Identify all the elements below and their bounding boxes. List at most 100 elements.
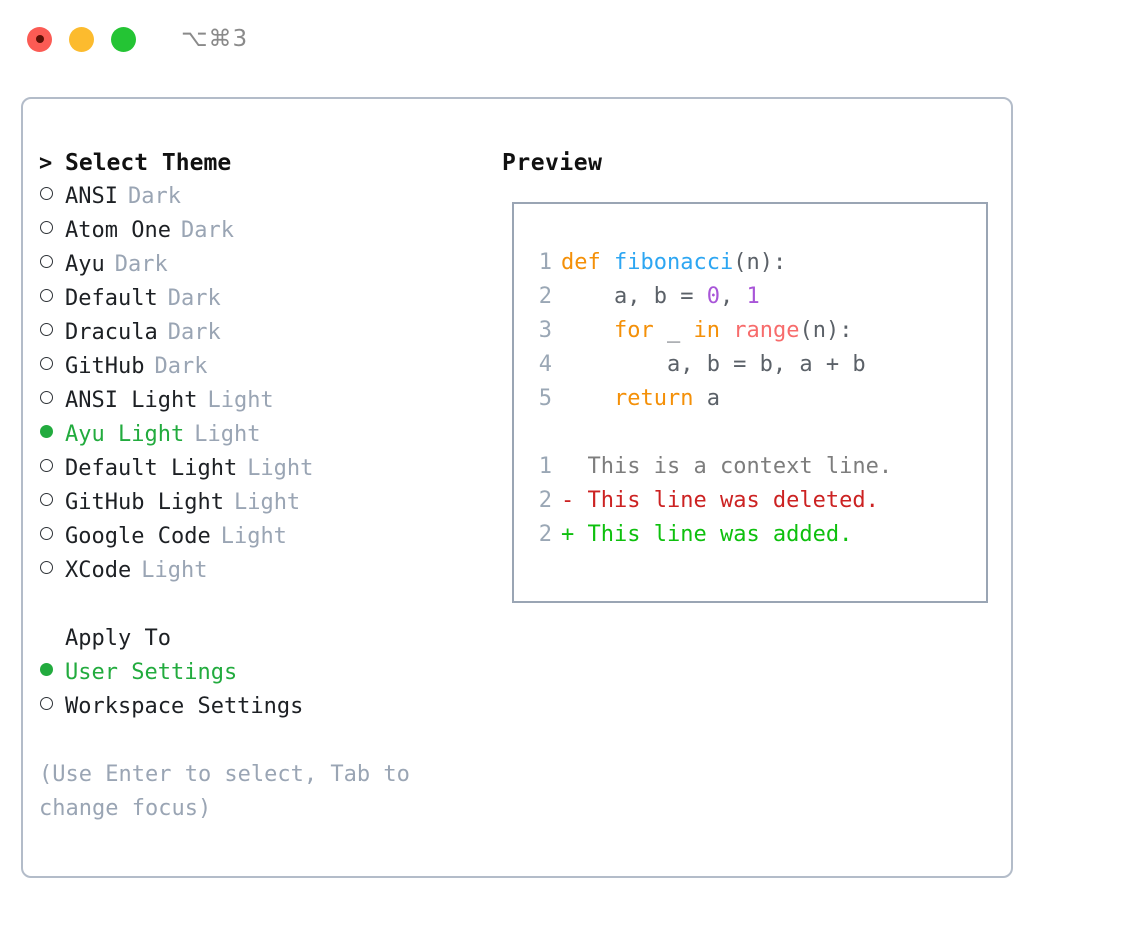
radio-unselected-icon — [40, 697, 53, 710]
line-number: 1 — [538, 250, 552, 275]
theme-list-item[interactable]: Atom One Dark — [39, 214, 499, 248]
code-token: in — [693, 318, 720, 343]
code-token: fibonacci — [613, 250, 734, 275]
radio-marker — [39, 282, 65, 316]
apply-to-option[interactable]: Workspace Settings — [39, 690, 499, 724]
theme-list-item[interactable]: GitHub Dark — [39, 350, 499, 384]
theme-variant-tag: Light — [247, 456, 314, 481]
radio-marker — [39, 214, 65, 248]
code-line: 2 a, b = 0, 1 — [522, 280, 892, 314]
keyboard-shortcut-label: ⌥⌘3 — [181, 25, 249, 52]
code-token: for — [613, 318, 654, 343]
theme-variant-tag: Light — [220, 524, 287, 549]
radio-unselected-icon — [40, 527, 53, 540]
theme-list-item[interactable]: ANSI Dark — [39, 180, 499, 214]
code-token: a — [693, 386, 720, 411]
radio-marker — [39, 452, 65, 486]
theme-list-item[interactable]: Default Dark — [39, 282, 499, 316]
close-button[interactable] — [27, 26, 52, 52]
diff-sign — [561, 454, 588, 479]
theme-name: ANSI Light — [65, 388, 198, 413]
theme-variant-tag: Light — [233, 490, 301, 515]
code-token: , — [719, 284, 747, 309]
radio-selected-icon — [40, 663, 53, 676]
theme-name: Atom One — [65, 218, 171, 243]
code-token — [720, 318, 733, 343]
spacer — [39, 588, 499, 622]
line-number: 3 — [538, 318, 552, 343]
apply-to-option-label: User Settings — [65, 660, 238, 685]
theme-list-item[interactable]: GitHub Light Light — [39, 486, 499, 520]
radio-marker — [39, 384, 65, 418]
line-number: 2 — [538, 284, 552, 309]
maximize-button[interactable] — [111, 26, 136, 52]
window-controls — [27, 26, 136, 52]
theme-name: Default — [65, 286, 158, 311]
code-token: range — [733, 318, 800, 343]
radio-marker — [39, 486, 65, 520]
code-token — [561, 386, 614, 411]
theme-name: Google Code — [65, 524, 211, 549]
theme-variant-tag: Light — [207, 388, 274, 413]
radio-unselected-icon — [40, 255, 53, 268]
select-theme-header: > Select Theme — [39, 146, 499, 180]
preview-title: Preview — [502, 150, 603, 176]
radio-unselected-icon — [40, 391, 53, 404]
code-token: (n): — [799, 318, 853, 343]
theme-name: GitHub Light — [65, 490, 224, 515]
radio-marker — [39, 350, 65, 384]
radio-unselected-icon — [40, 561, 53, 574]
code-token: a, b = — [561, 284, 707, 309]
code-line: 5 return a — [522, 382, 892, 416]
radio-unselected-icon — [40, 221, 53, 234]
theme-variant-tag: Dark — [154, 354, 208, 379]
theme-variant-tag: Dark — [114, 252, 168, 277]
theme-variant-tag: Dark — [167, 286, 221, 311]
radio-marker — [39, 248, 65, 282]
page-title: Select Theme — [65, 150, 232, 176]
theme-name: GitHub — [65, 354, 145, 379]
diff-text: This is a context line. — [587, 454, 893, 479]
cursor-caret-icon: > — [39, 151, 53, 176]
theme-variant-tag: Dark — [127, 184, 181, 209]
line-number: 2 — [538, 488, 552, 513]
theme-variant-tag: Dark — [167, 320, 221, 345]
diff-text: This line was deleted. — [587, 488, 879, 513]
help-hint-text: (Use Enter to select, Tab to change focu… — [39, 762, 410, 821]
code-blank-line — [522, 416, 892, 450]
radio-marker — [39, 180, 65, 214]
theme-variant-tag: Light — [141, 558, 208, 583]
code-token: 0 — [706, 284, 720, 309]
minimize-button[interactable] — [69, 26, 94, 52]
theme-list-item[interactable]: Google Code Light — [39, 520, 499, 554]
diff-sign: - — [561, 488, 588, 513]
diff-sign: + — [561, 522, 588, 547]
theme-variant-tag: Dark — [180, 218, 234, 243]
radio-unselected-icon — [40, 459, 53, 472]
theme-list-item[interactable]: ANSI Light Light — [39, 384, 499, 418]
apply-to-option-label: Workspace Settings — [65, 694, 304, 719]
radio-marker — [39, 418, 65, 452]
apply-to-option[interactable]: User Settings — [39, 656, 499, 690]
diff-line: 1 This is a context line. — [522, 450, 892, 484]
radio-unselected-icon — [40, 187, 53, 200]
code-line: 3 for _ in range(n): — [522, 314, 892, 348]
theme-name: ANSI — [65, 184, 118, 209]
apply-to-header-row: Apply To — [39, 622, 499, 656]
radio-unselected-icon — [40, 289, 53, 302]
theme-name: Ayu Light — [65, 422, 185, 447]
code-token: _ — [653, 318, 694, 343]
apply-to-label: Apply To — [65, 626, 171, 651]
code-token: 1 — [746, 284, 760, 309]
